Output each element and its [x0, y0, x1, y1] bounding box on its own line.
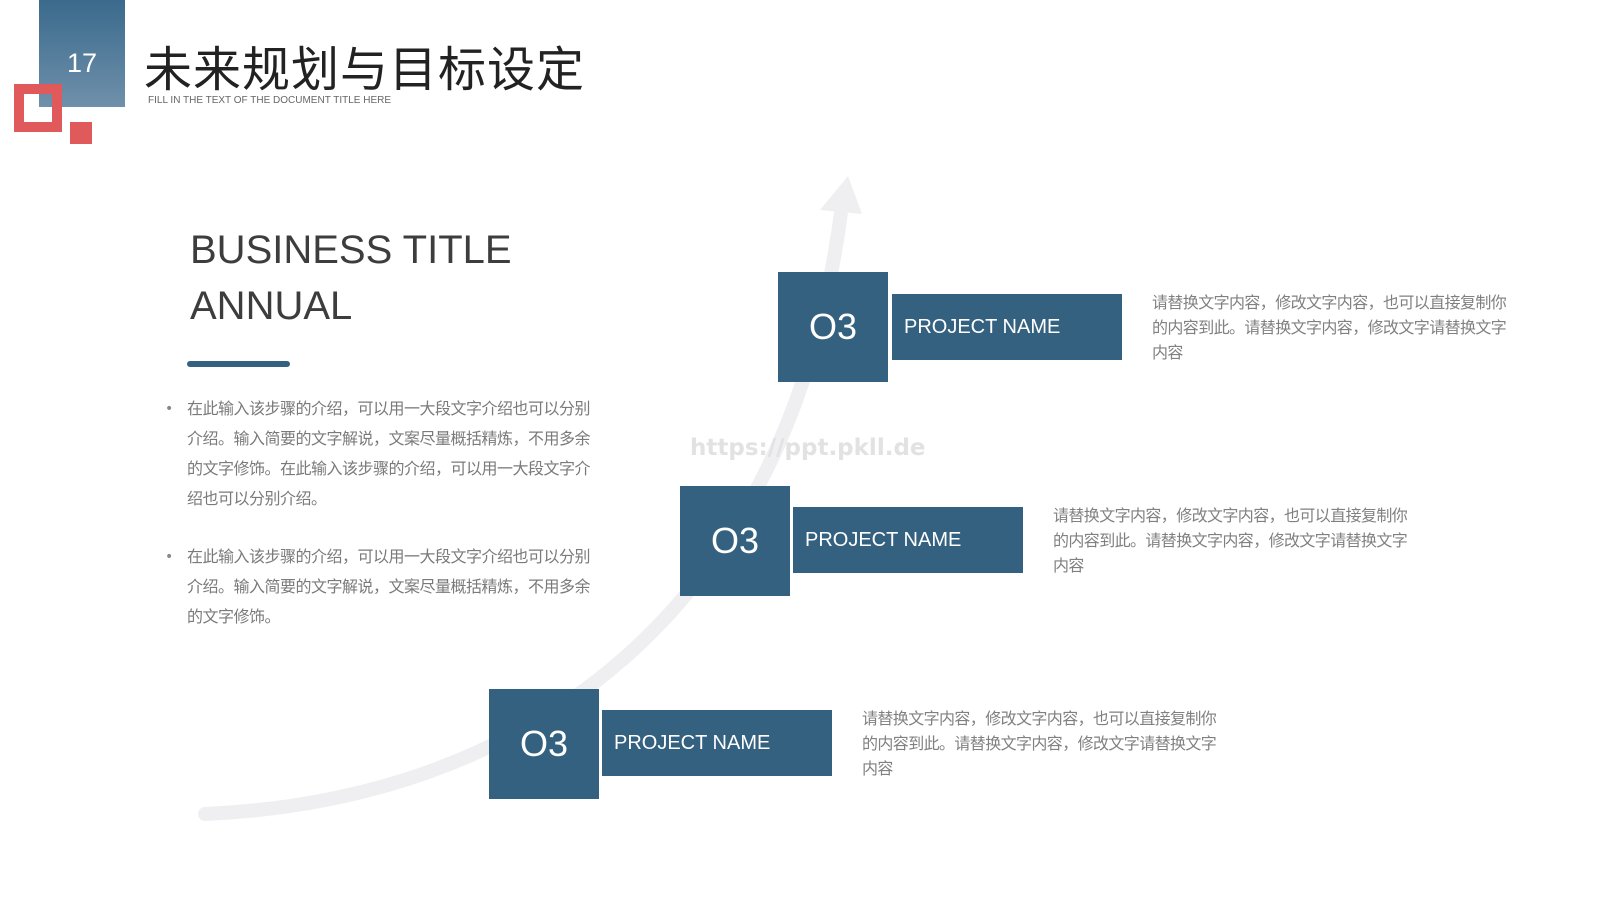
step-1-label: PROJECT NAME — [892, 294, 1122, 360]
page-number: 17 — [66, 48, 98, 78]
step-2-number-box: O3 — [680, 486, 790, 596]
title-underline — [187, 361, 290, 367]
bullet-marker: • — [165, 401, 173, 417]
decorative-filled-square — [70, 122, 92, 144]
step-2-label: PROJECT NAME — [793, 507, 1023, 573]
step-3-number-box: O3 — [489, 689, 599, 799]
business-title: BUSINESS TITLE ANNUAL — [190, 222, 512, 334]
bullet-marker: • — [165, 549, 173, 565]
business-title-line-2: ANNUAL — [190, 284, 353, 328]
intro-bullet-list: • 在此输入该步骤的介绍，可以用一大段文字介绍也可以分别介绍。输入简要的文字解说… — [165, 394, 595, 660]
step-1-number-box: O3 — [778, 272, 888, 382]
decorative-outline-square — [14, 84, 62, 132]
step-1-description: 请替换文字内容，修改文字内容，也可以直接复制你的内容到此。请替换文字内容，修改文… — [1152, 293, 1507, 362]
business-title-line-1: BUSINESS TITLE — [190, 228, 512, 272]
bullet-text: 在此输入该步骤的介绍，可以用一大段文字介绍也可以分别介绍。输入简要的文字解说，文… — [187, 547, 591, 626]
step-2-description: 请替换文字内容，修改文字内容，也可以直接复制你的内容到此。请替换文字内容，修改文… — [1053, 506, 1408, 575]
page-title: 未来规划与目标设定 — [144, 42, 586, 98]
list-item: • 在此输入该步骤的介绍，可以用一大段文字介绍也可以分别介绍。输入简要的文字解说… — [165, 394, 595, 514]
watermark: https://ppt.pkll.de — [690, 435, 926, 461]
page-subtitle: FILL IN THE TEXT OF THE DOCUMENT TITLE H… — [148, 95, 392, 106]
bullet-text: 在此输入该步骤的介绍，可以用一大段文字介绍也可以分别介绍。输入简要的文字解说，文… — [187, 399, 591, 508]
list-item: • 在此输入该步骤的介绍，可以用一大段文字介绍也可以分别介绍。输入简要的文字解说… — [165, 542, 595, 632]
step-3-description: 请替换文字内容，修改文字内容，也可以直接复制你的内容到此。请替换文字内容，修改文… — [862, 709, 1217, 778]
step-3-label: PROJECT NAME — [602, 710, 832, 776]
